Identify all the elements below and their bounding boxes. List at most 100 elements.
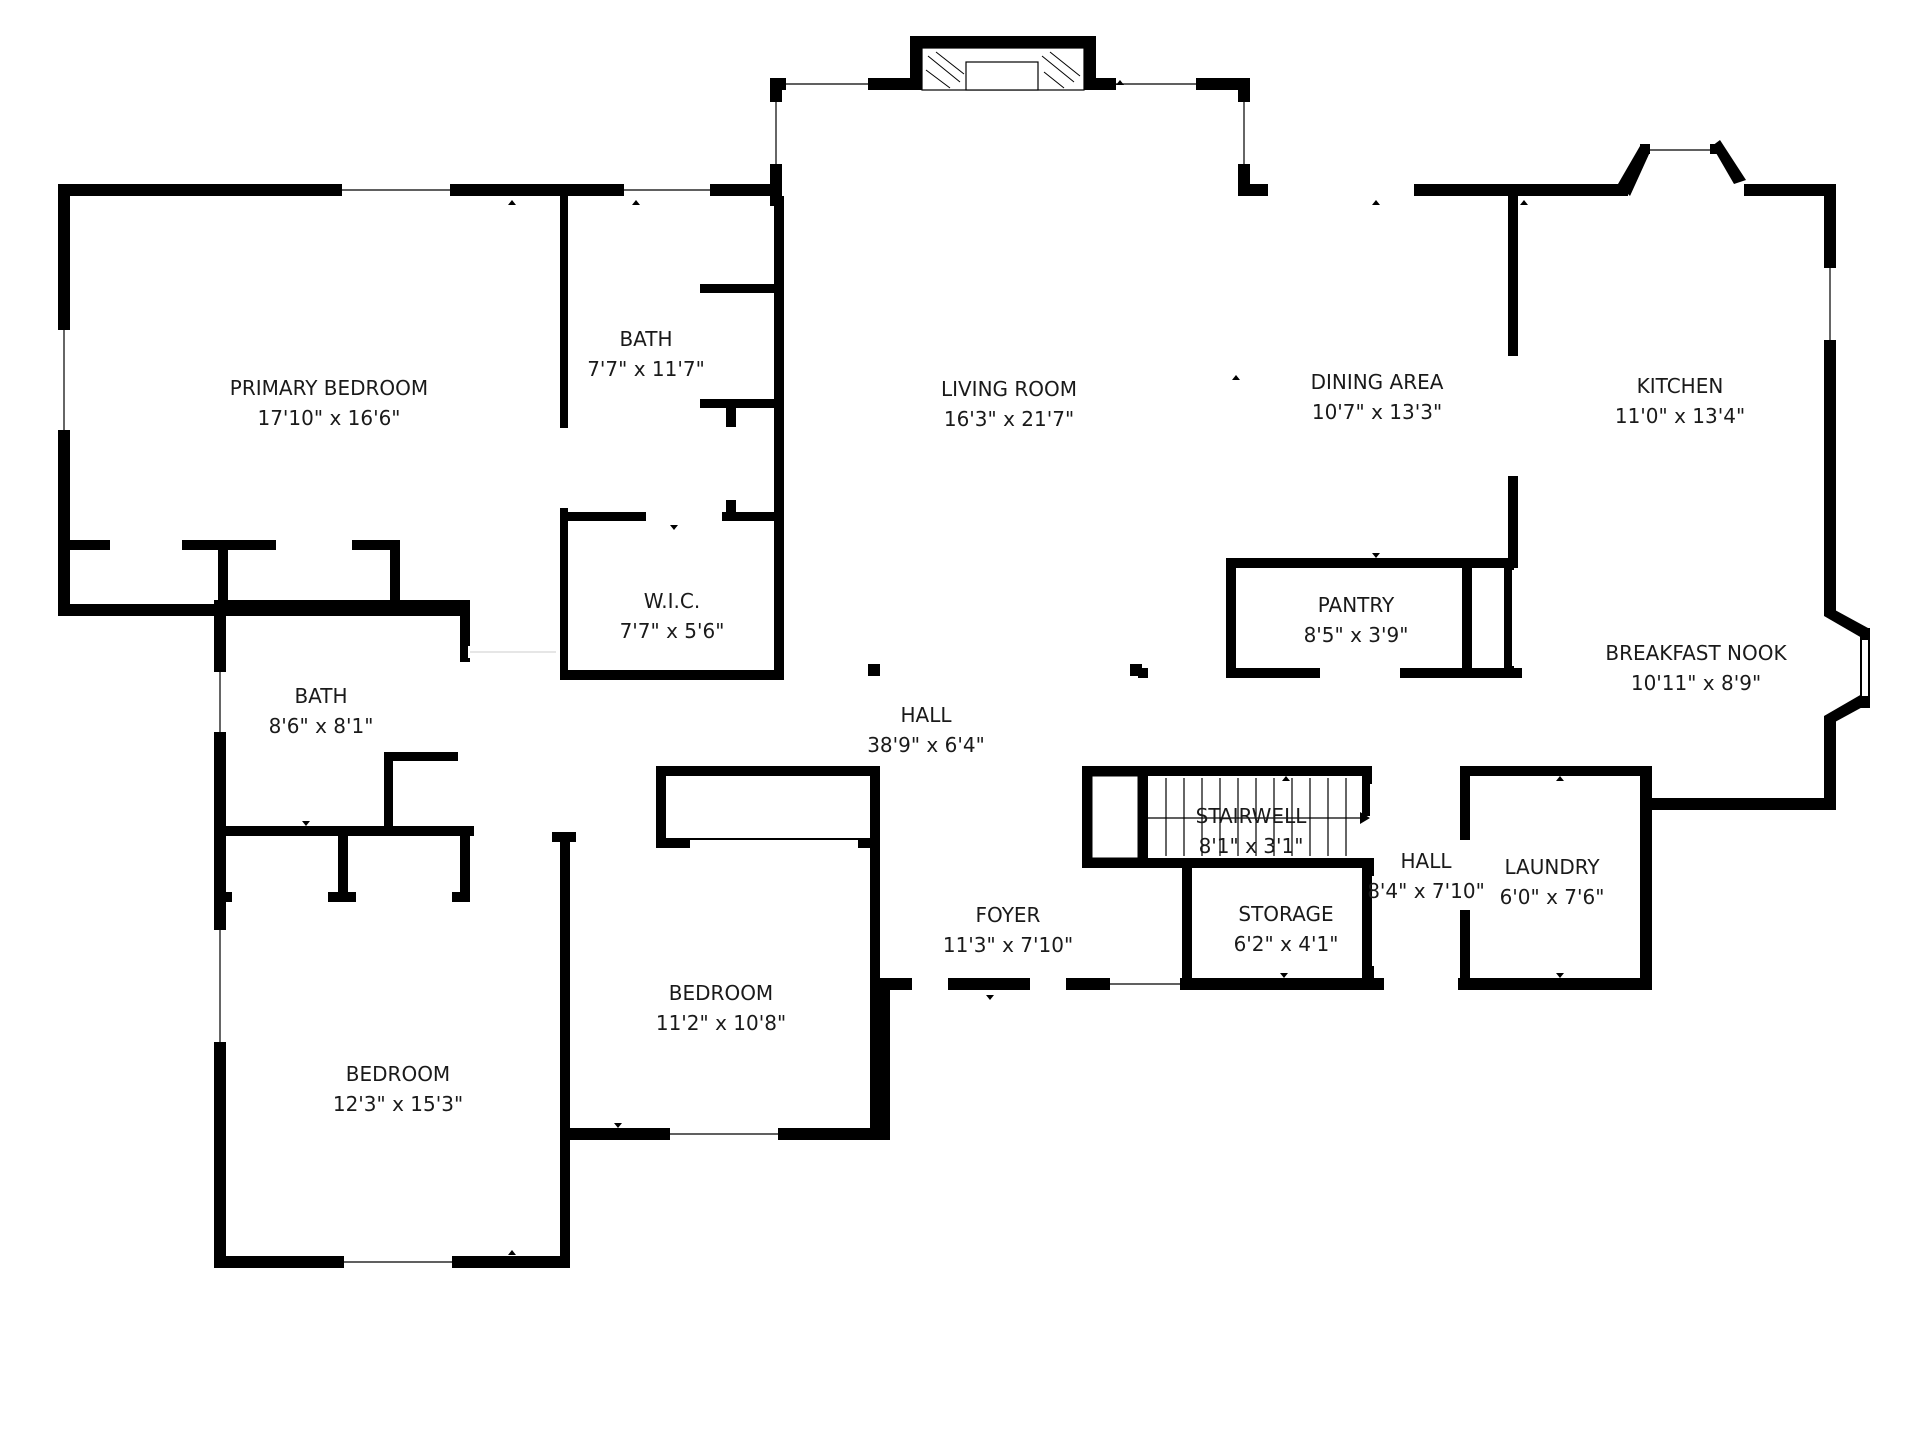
wall [552,832,576,842]
dimension-marker [1556,776,1564,781]
wall [384,752,470,761]
room-dim-living-room: 16'3" x 21'7" [944,407,1074,431]
wall [560,670,784,680]
room-dim-bedroom-1: 11'2" x 10'8" [656,1011,786,1035]
wall [726,500,736,520]
wall [1138,766,1148,866]
wall [1508,196,1518,356]
room-dim-stairwell: 8'1" x 3'1" [1199,834,1304,858]
wall [1082,858,1372,868]
wall [460,648,470,662]
wall [700,284,776,293]
fireplace-hatch [1049,51,1081,77]
wall [1462,558,1472,678]
walls [58,36,1870,1268]
wall [390,540,400,616]
room-dim-storage: 6'2" x 4'1" [1234,932,1339,956]
stairs [1091,775,1370,859]
fireplace-hatch [935,51,965,75]
wall [1824,604,1868,638]
wall [460,600,470,656]
wall [870,766,880,1140]
doorway [1384,976,1458,992]
room-dim-laundry: 6'0" x 7'6" [1500,885,1605,909]
wall [218,540,228,616]
wall [214,600,468,610]
doorway [1458,840,1472,910]
room-dim-breakfast-nook: 10'11" x 8'9" [1631,671,1761,695]
wall [1504,558,1514,678]
fireplace [921,47,1085,91]
room-dim-dining-area: 10'7" x 13'3" [1312,400,1442,424]
window [1862,640,1868,696]
room-name-pantry: PANTRY [1318,593,1395,617]
doorway [1320,666,1400,680]
window [1030,976,1066,992]
dimension-marker [302,821,310,826]
wall [224,892,470,902]
wall [560,508,568,678]
wall [1084,36,1096,90]
doorway [558,428,570,508]
wall [1362,766,1372,816]
doorway [356,890,452,904]
room-name-wic: W.I.C. [644,589,700,613]
room-dim-bath-1: 7'7" x 11'7" [587,357,705,381]
wall [1226,558,1236,678]
fireplace-hatch [1041,55,1075,83]
room-name-hall-small: HALL [1400,849,1452,873]
room-name-foyer: FOYER [976,903,1041,927]
wall [726,399,736,427]
openings [110,356,1526,992]
wall [868,664,880,676]
stair-landing [1091,775,1139,859]
room-name-kitchen: KITCHEN [1637,374,1724,398]
room-name-laundry: LAUNDRY [1504,855,1600,879]
wall [1190,978,1374,990]
room-dim-foyer: 11'3" x 7'10" [943,933,1073,957]
wall [1082,766,1092,866]
wall [1182,858,1192,988]
room-dim-hall-small: 8'4" x 7'10" [1367,879,1485,903]
wall [656,766,880,776]
room-name-primary-bedroom: PRIMARY BEDROOM [230,376,428,400]
room-name-storage: STORAGE [1238,902,1333,926]
stair-arrow-icon [1360,812,1370,824]
dimension-marker [1520,200,1528,205]
wall [338,832,348,902]
wall [1460,766,1652,776]
fireplace-hatch [925,69,951,89]
dimension-marker [614,1123,622,1128]
window [690,840,858,848]
room-name-hall-main: HALL [900,703,952,727]
dimension-marker [1372,553,1380,558]
wall [1824,184,1836,616]
wall [384,752,393,830]
wall [1508,476,1518,568]
doorway [458,662,472,822]
room-dim-pantry: 8'5" x 3'9" [1304,623,1409,647]
wall [1618,146,1650,196]
dimension-marker [1826,375,1834,380]
wall [460,832,470,902]
room-name-bedroom-2: BEDROOM [346,1062,450,1086]
dimension-marker [670,525,678,530]
wall [870,978,890,1140]
room-name-bedroom-1: BEDROOM [669,981,773,1005]
fireplace-hatch [927,55,961,83]
windows [56,76,1868,1270]
room-dim-wic: 7'7" x 5'6" [620,619,725,643]
dimension-markers [302,80,1834,1255]
dimension-marker [508,200,516,205]
doorway [1370,784,1382,854]
dimension-marker [508,1250,516,1255]
room-name-bath-2: BATH [294,684,347,708]
room-dim-hall-main: 38'9" x 6'4" [867,733,985,757]
hall-post [1138,668,1148,678]
dimension-marker [986,995,994,1000]
wall [560,832,570,1264]
wall [1226,558,1514,568]
room-dim-kitchen: 11'0" x 13'4" [1615,404,1745,428]
fireplace-hatch [1043,71,1065,89]
room-name-living-room: LIVING ROOM [941,377,1077,401]
